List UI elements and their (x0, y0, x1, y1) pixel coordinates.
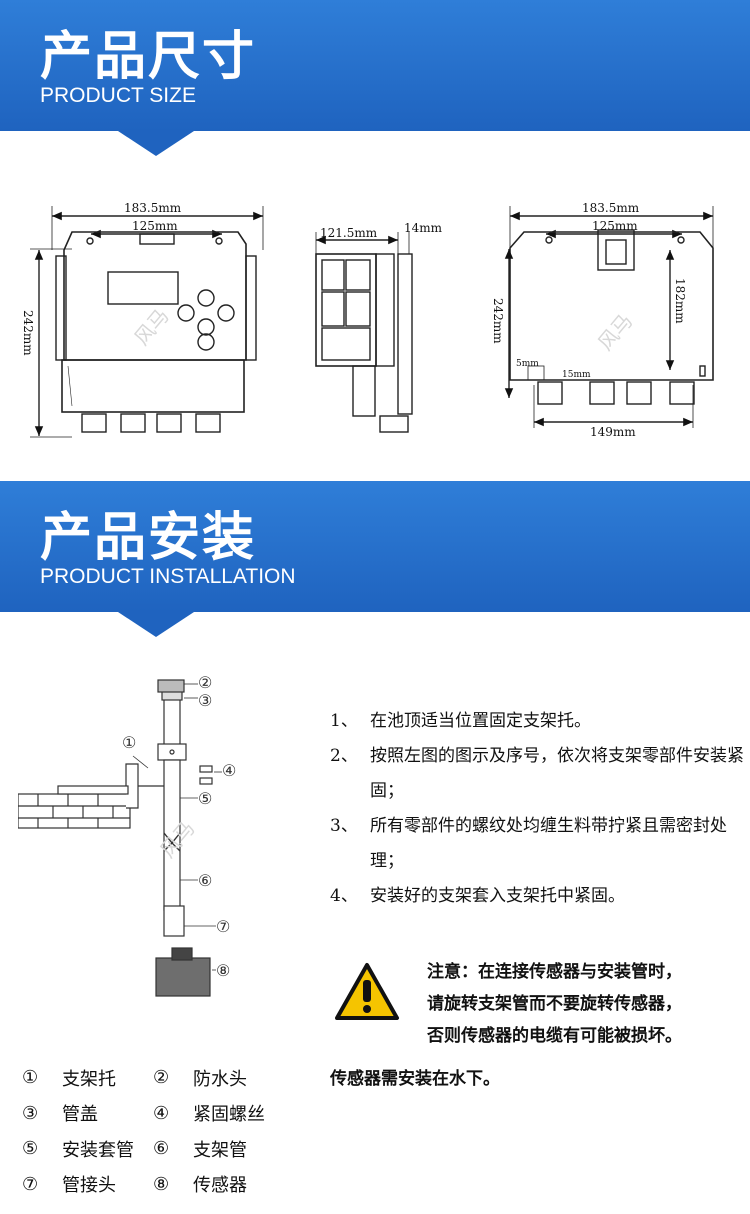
section-subtitle: PRODUCT INSTALLATION (40, 565, 296, 588)
warning-icon (335, 963, 399, 1020)
banner-notch (118, 612, 194, 637)
step-4: 4、 安装好的支架套入支架托中紧固。 (330, 879, 745, 914)
dim-back-bottom: 149mm (590, 425, 636, 439)
legend-item: ⑥ 支架管 (153, 1136, 284, 1162)
step-3: 3、 所有零部件的螺纹处均缠生料带拧紧且需密封处理； (330, 809, 745, 879)
banner-notch (118, 131, 194, 156)
warning-line: 否则传感器的电缆有可能被损坏。 (427, 1026, 682, 1046)
step-number: 2、 (330, 746, 358, 766)
watermark: 风马 (593, 309, 637, 355)
legend-item: ⑤ 安装套管 (22, 1136, 153, 1162)
legend-number: ① (22, 1067, 39, 1089)
legend-label: 管接头 (62, 1175, 116, 1197)
legend-label: 紧固螺丝 (193, 1104, 265, 1126)
legend-number: ⑧ (153, 1173, 170, 1195)
legend-row: ③ 管盖 ④ 紧固螺丝 (22, 1096, 284, 1132)
diagram-label-2: ② (198, 673, 212, 692)
section-title: 产品安装 (40, 508, 257, 568)
warning-text: 注意：在连接传感器与安装管时， 请旋转支架管而不要旋转传感器， 否则传感器的电缆… (427, 956, 742, 1052)
section-subtitle: PRODUCT SIZE (40, 84, 196, 107)
legend-item: ① 支架托 (22, 1065, 153, 1091)
warning-line: 注意：在连接传感器与安装管时， (427, 962, 682, 982)
legend-item: ④ 紧固螺丝 (153, 1100, 284, 1126)
step-number: 4、 (330, 886, 358, 906)
dim-front-mount: 125mm (132, 219, 178, 233)
legend-number: ⑦ (22, 1173, 39, 1195)
diagram-label-5: ⑤ (198, 789, 212, 808)
warning-line: 请旋转支架管而不要旋转传感器， (427, 994, 682, 1014)
dim-back-small-b: 15mm (562, 370, 591, 380)
step-text: 在池顶适当位置固定支架托。 (370, 711, 591, 731)
legend-label: 管盖 (62, 1104, 98, 1126)
dimension-drawings: 183.5mm 125mm 242mm 121.5mm 14mm 183.5mm… (21, 201, 714, 439)
legend-row: ⑦ 管接头 ⑧ 传感器 (22, 1167, 284, 1203)
legend-item: ⑦ 管接头 (22, 1171, 153, 1197)
legend-number: ⑥ (153, 1138, 170, 1160)
legend-label: 防水头 (193, 1068, 247, 1090)
legend-label: 支架托 (62, 1068, 116, 1090)
diagram-label-6: ⑥ (198, 871, 212, 890)
dim-front-height: 242mm (21, 310, 35, 356)
step-text: 所有零部件的螺纹处均缠生料带拧紧且需密封处理； (370, 816, 727, 871)
watermark: 风马 (155, 816, 199, 862)
back-view (504, 206, 714, 428)
legend-item: ③ 管盖 (22, 1100, 153, 1126)
dim-back-hole-span: 182mm (673, 278, 687, 324)
legend-number: ② (153, 1067, 170, 1089)
section-banner-size: 产品尺寸 PRODUCT SIZE (0, 0, 750, 156)
wall (18, 793, 131, 829)
dim-side-depth: 121.5mm (320, 226, 378, 240)
dim-back-small-a: 5mm (516, 359, 539, 369)
watermark: 风马 (129, 304, 173, 350)
step-number: 1、 (330, 711, 358, 731)
legend-number: ④ (153, 1102, 170, 1124)
diagram-label-1: ① (122, 733, 136, 752)
dim-back-width: 183.5mm (582, 201, 640, 215)
step-text: 安装好的支架套入支架托中紧固。 (370, 886, 625, 906)
parts-legend: ① 支架托 ② 防水头 ③ 管盖 ④ 紧固螺丝 ⑤ 安装套管 ⑥ 支架管 ⑦ 管接头 ⑧ 传感器 (22, 1060, 284, 1202)
dim-side-bracket: 14mm (404, 221, 443, 235)
legend-row: ① 支架托 ② 防水头 (22, 1060, 284, 1096)
dim-back-mount: 125mm (592, 219, 638, 233)
step-2: 2、 按照左图的图示及序号，依次将支架零部件安装紧固； (330, 739, 745, 809)
step-number: 3、 (330, 816, 358, 836)
warning-underwater: 传感器需安装在水下。 (330, 1069, 500, 1089)
legend-label: 支架管 (193, 1139, 247, 1161)
dim-back-height: 242mm (491, 298, 505, 344)
legend-number: ③ (22, 1102, 39, 1124)
legend-number: ⑤ (22, 1138, 39, 1160)
side-view (315, 232, 413, 433)
legend-row: ⑤ 安装套管 ⑥ 支架管 (22, 1131, 284, 1167)
step-text: 按照左图的图示及序号，依次将支架零部件安装紧固； (370, 746, 744, 801)
section-banner-installation: 产品安装 PRODUCT INSTALLATION (0, 481, 750, 637)
legend-item: ⑧ 传感器 (153, 1171, 284, 1197)
legend-item: ② 防水头 (153, 1065, 284, 1091)
diagram-label-4: ④ (222, 761, 236, 780)
front-view (30, 206, 264, 438)
dim-front-width: 183.5mm (124, 201, 182, 215)
install-steps: 1、 在池顶适当位置固定支架托。 2、 按照左图的图示及序号，依次将支架零部件安… (330, 704, 745, 914)
diagram-label-3: ③ (198, 691, 212, 710)
installation-diagram: ① ② ③ ④ ⑤ ⑥ ⑦ ⑧ 风马 (18, 673, 236, 997)
section-title: 产品尺寸 (40, 27, 257, 87)
step-1: 1、 在池顶适当位置固定支架托。 (330, 704, 745, 739)
diagram-label-8: ⑧ (216, 961, 230, 980)
diagram-label-7: ⑦ (216, 917, 230, 936)
legend-label: 传感器 (193, 1175, 247, 1197)
legend-label: 安装套管 (62, 1139, 134, 1161)
